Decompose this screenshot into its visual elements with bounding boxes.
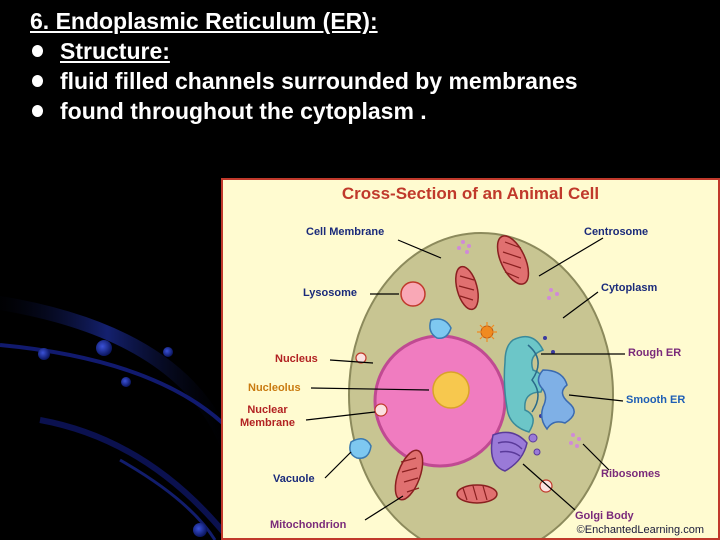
label-lysosome: Lysosome — [303, 287, 358, 299]
mitochondrion-shape — [455, 265, 479, 311]
cell-diagram: Cross-Section of an Animal Cell Cell Mem… — [221, 178, 720, 540]
label-nucleus: Nucleus — [275, 353, 318, 365]
centrosome-shape — [477, 322, 497, 342]
label-ribosomes: Ribosomes — [601, 468, 661, 480]
vesicle-shape — [374, 403, 388, 417]
slide-text: 6. Endoplasmic Reticulum (ER): Structure… — [30, 6, 710, 126]
label-rough-er: Rough ER — [628, 347, 682, 359]
decor-dot — [96, 340, 112, 356]
bullet-text: Structure: — [60, 38, 170, 64]
nucleolus-shape — [432, 371, 470, 409]
label-nuclear-membrane: Nuclear Membrane — [240, 404, 295, 430]
label-mitochondrion: Mitochondrion — [270, 519, 347, 531]
image-credit: ©EnchantedLearning.com — [574, 524, 706, 536]
bullet-icon — [32, 45, 43, 57]
label-vacuole: Vacuole — [273, 473, 315, 485]
decor-dot — [163, 347, 173, 357]
cell-illustration — [305, 232, 625, 538]
bullet-icon — [32, 75, 43, 87]
decor-dot — [38, 348, 50, 360]
mitochondrion-shape — [496, 235, 530, 285]
golgi-body-shape — [490, 431, 541, 472]
ribosomes-shape — [457, 240, 581, 448]
label-nuclear-membrane-line1: Nuclear — [247, 404, 288, 416]
bullet-channels: fluid filled channels surrounded by memb… — [30, 66, 710, 96]
label-nuclear-membrane-line2: Membrane — [240, 417, 296, 429]
bullet-structure: Structure: — [30, 36, 710, 66]
label-smooth-er: Smooth ER — [626, 394, 686, 406]
leader-lines — [305, 237, 625, 521]
vesicle-shape — [539, 479, 553, 493]
bullet-cytoplasm: found throughout the cytoplasm . — [30, 96, 710, 126]
bullet-text: fluid filled channels surrounded by memb… — [60, 68, 578, 94]
mitochondrion-shape — [394, 449, 424, 501]
smooth-er-shape — [537, 369, 575, 431]
vesicle-shape — [355, 352, 367, 364]
vacuole-shape — [429, 318, 452, 340]
label-cell-membrane: Cell Membrane — [306, 226, 385, 238]
mitochondrion-shape — [456, 484, 498, 504]
decor-dot — [193, 523, 207, 537]
vacuole-shape — [349, 438, 372, 459]
diagram-title: Cross-Section of an Animal Cell — [341, 184, 600, 203]
bullet-text: found throughout the cytoplasm . — [60, 98, 427, 124]
label-centrosome: Centrosome — [584, 226, 649, 238]
slide-title: 6. Endoplasmic Reticulum (ER): — [30, 8, 378, 34]
label-golgi-body: Golgi Body — [575, 510, 634, 522]
bullet-icon — [32, 105, 43, 117]
label-nucleolus: Nucleolus — [248, 382, 301, 394]
lysosome-shape — [400, 281, 426, 307]
label-cytoplasm: Cytoplasm — [601, 282, 658, 294]
decor-dot — [121, 377, 131, 387]
